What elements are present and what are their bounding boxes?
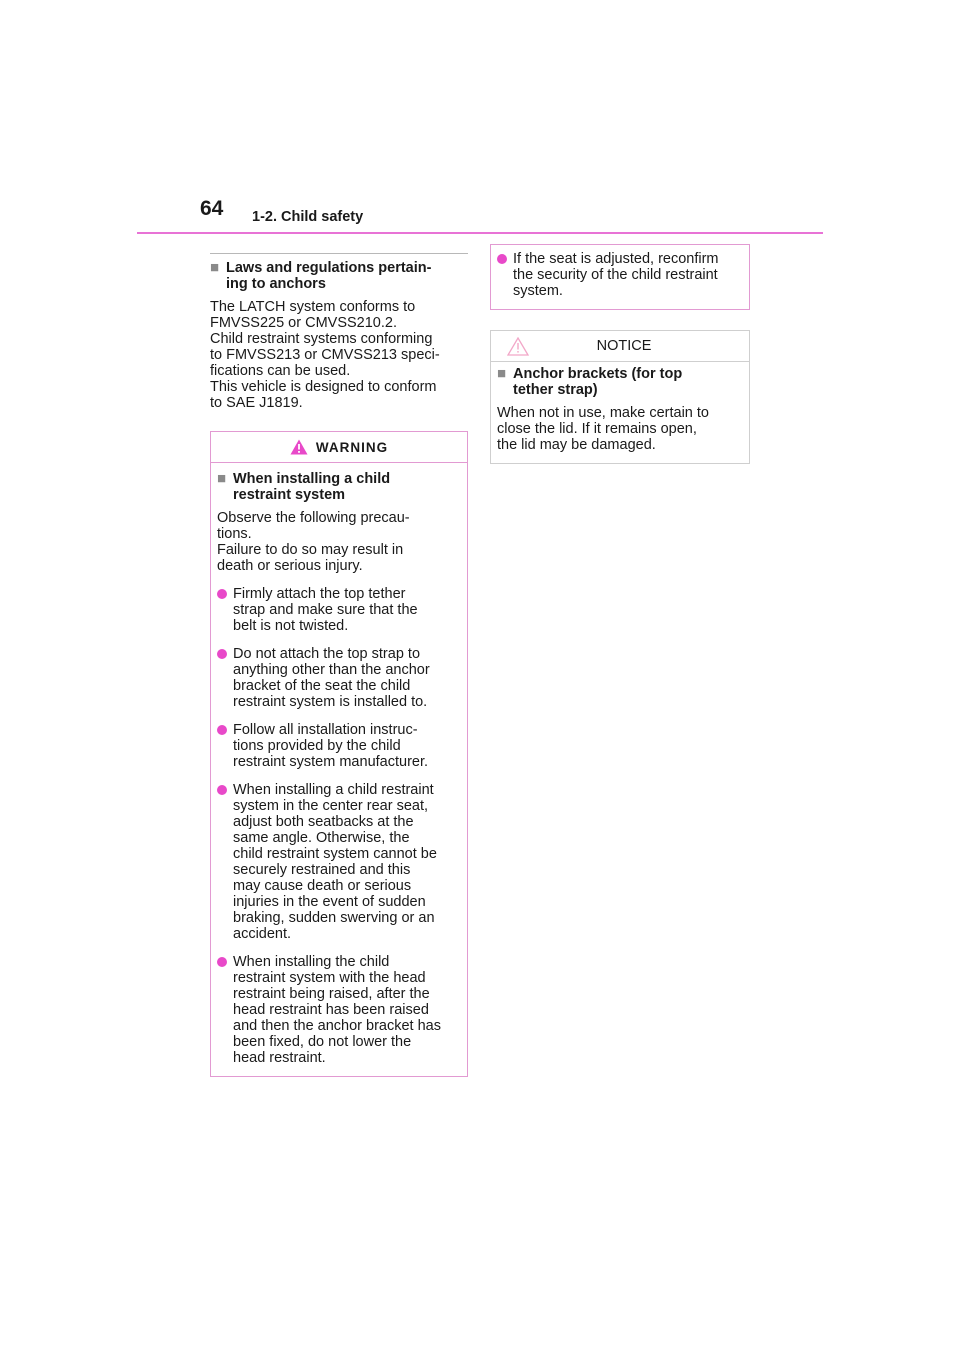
warning-triangle-icon: [290, 439, 308, 455]
warning-bullet: If the seat is adjusted, reconfirm the s…: [497, 251, 743, 299]
intro-line: death or serious injury.: [217, 558, 363, 574]
section-body: The LATCH system conforms to FMVSS225 or…: [210, 299, 468, 411]
bullet-line: injuries in the event of sudden: [233, 894, 426, 910]
bullet-line: bracket of the seat the child: [233, 678, 411, 694]
section-divider: [210, 253, 468, 254]
bullet-line: When installing a child restraint: [233, 782, 434, 798]
page-number: 64: [200, 197, 224, 220]
round-bullet-icon: [217, 954, 233, 1066]
bullet-line: restraint system with the head: [233, 970, 426, 986]
right-column: If the seat is adjusted, reconfirm the s…: [490, 244, 750, 464]
header-divider: [137, 232, 823, 234]
bullet-line: system in the center rear seat,: [233, 798, 429, 814]
warning-heading-line: restraint system: [233, 487, 346, 503]
warning-label: WARNING: [315, 439, 389, 455]
notice-line: close the lid. If it remains open,: [497, 421, 697, 437]
bullet-line: anything other than the anchor: [233, 662, 430, 678]
warning-heading: ■ When installing a child restraint syst…: [217, 470, 461, 504]
intro-line: tions.: [217, 526, 252, 542]
bullet-line: may cause death or serious: [233, 878, 412, 894]
bullet-line: tions provided by the child: [233, 738, 401, 754]
body-line: Child restraint systems conforming: [210, 331, 433, 347]
bullet-line: belt is not twisted.: [233, 618, 349, 634]
body-line: The LATCH system conforms to: [210, 299, 416, 315]
warning-bullet: Do not attach the top strap to anything …: [217, 646, 461, 710]
notice-line: the lid may be damaged.: [497, 437, 656, 453]
warning-bullet: When installing a child restraint system…: [217, 782, 461, 942]
round-bullet-icon: [497, 251, 513, 299]
bullet-line: adjust both seatbacks at the: [233, 814, 414, 830]
notice-box: NOTICE ■ Anchor brackets (for top tether…: [490, 330, 750, 464]
warning-body: ■ When installing a child restraint syst…: [211, 463, 467, 1076]
bullet-line: Do not attach the top strap to: [233, 646, 421, 662]
warning-continued-box: If the seat is adjusted, reconfirm the s…: [490, 244, 750, 310]
notice-heading-line: Anchor brackets (for top: [513, 366, 683, 382]
square-bullet-icon: ■: [497, 365, 507, 382]
intro-line: Observe the following precau-: [217, 510, 410, 526]
section-title: 1-2. Child safety: [252, 209, 364, 225]
bullet-line: the security of the child restraint: [513, 267, 718, 283]
caution-triangle-outline-icon: [507, 337, 529, 356]
notice-line: When not in use, make certain to: [497, 405, 709, 421]
round-bullet-icon: [217, 782, 233, 942]
round-bullet-icon: [217, 722, 233, 770]
left-column: ■ Laws and regulations pertain- ing to a…: [210, 253, 468, 1077]
warning-bullet: Follow all installation instruc- tions p…: [217, 722, 461, 770]
bullet-line: head restraint.: [233, 1050, 326, 1066]
bullet-line: been fixed, do not lower the: [233, 1034, 412, 1050]
notice-heading: ■ Anchor brackets (for top tether strap): [497, 365, 743, 399]
bullet-line: restraint system is installed to.: [233, 694, 428, 710]
body-line: to SAE J1819.: [210, 395, 303, 411]
square-bullet-icon: ■: [210, 259, 220, 276]
warning-intro: Observe the following precau- tions. Fai…: [217, 510, 461, 574]
notice-heading-line: tether strap): [513, 382, 598, 398]
bullet-line: Firmly attach the top tether: [233, 586, 406, 602]
bullet-line: head restraint has been raised: [233, 1002, 429, 1018]
body-line: to FMVSS213 or CMVSS213 speci-: [210, 347, 440, 363]
intro-line: Failure to do so may result in: [217, 542, 404, 558]
bullet-line: and then the anchor bracket has: [233, 1018, 441, 1034]
notice-label: NOTICE: [596, 338, 652, 354]
bullet-line: When installing the child: [233, 954, 390, 970]
bullet-line: If the seat is adjusted, reconfirm: [513, 251, 719, 267]
warning-box: WARNING ■ When installing a child restra…: [210, 431, 468, 1077]
section-heading: ■ Laws and regulations pertain- ing to a…: [210, 259, 468, 293]
bullet-line: system.: [513, 283, 563, 299]
bullet-line: restraint system manufacturer.: [233, 754, 429, 770]
bullet-line: securely restrained and this: [233, 862, 411, 878]
bullet-line: child restraint system cannot be: [233, 846, 437, 862]
bullet-line: restraint being raised, after the: [233, 986, 430, 1002]
round-bullet-icon: [217, 646, 233, 710]
bullet-line: strap and make sure that the: [233, 602, 418, 618]
notice-body: ■ Anchor brackets (for top tether strap)…: [491, 362, 749, 463]
body-line: FMVSS225 or CMVSS210.2.: [210, 315, 397, 331]
section-heading-line: ing to anchors: [226, 276, 326, 292]
warning-bullet: Firmly attach the top tether strap and m…: [217, 586, 461, 634]
warning-bullet: When installing the child restraint syst…: [217, 954, 461, 1066]
body-line: fications can be used.: [210, 363, 351, 379]
bullet-line: same angle. Otherwise, the: [233, 830, 410, 846]
notice-header: NOTICE: [491, 331, 749, 362]
notice-text: When not in use, make certain to close t…: [497, 405, 743, 453]
body-line: This vehicle is designed to conform: [210, 379, 437, 395]
round-bullet-icon: [217, 586, 233, 634]
section-heading-line: Laws and regulations pertain-: [226, 260, 432, 276]
square-bullet-icon: ■: [217, 470, 227, 487]
warning-heading-line: When installing a child: [233, 471, 391, 487]
bullet-line: Follow all installation instruc-: [233, 722, 418, 738]
bullet-line: accident.: [233, 926, 292, 942]
bullet-line: braking, sudden swerving or an: [233, 910, 435, 926]
warning-continued-body: If the seat is adjusted, reconfirm the s…: [491, 245, 749, 309]
warning-header: WARNING: [211, 432, 467, 463]
